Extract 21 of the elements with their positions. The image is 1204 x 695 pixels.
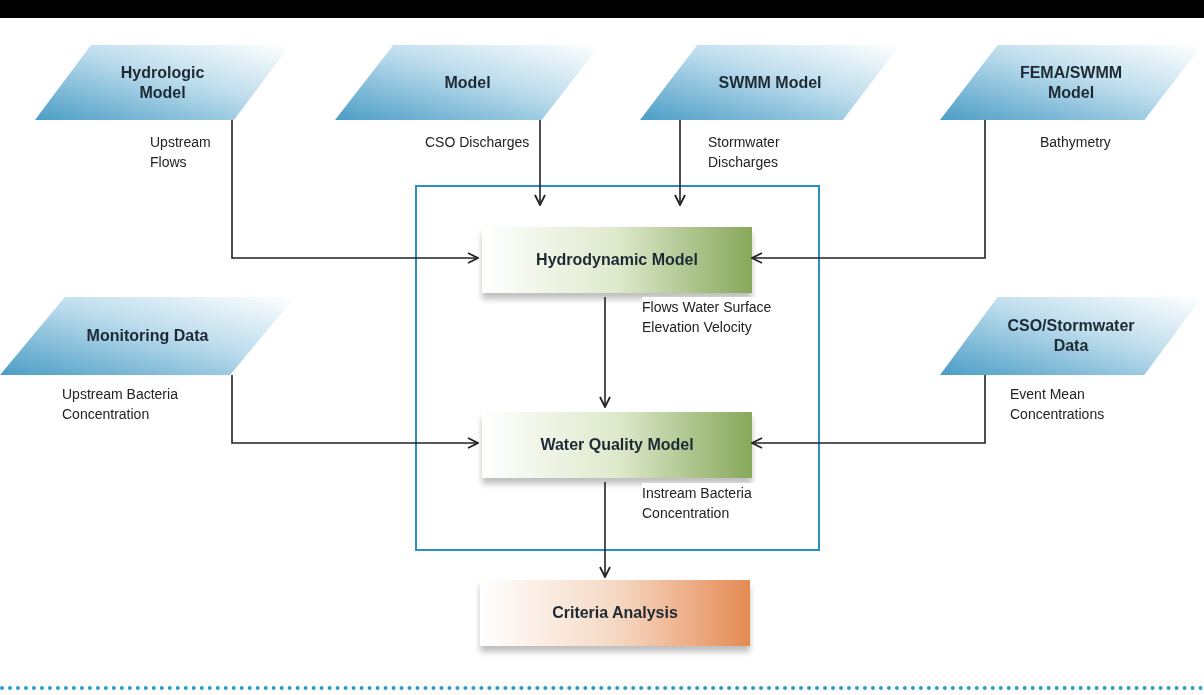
arrow (674, 119, 686, 206)
arrow (751, 119, 986, 264)
arrow (534, 119, 546, 206)
arrow (751, 374, 986, 449)
node-label: FEMA/SWMM Model (1018, 62, 1124, 103)
arrow (599, 296, 611, 408)
process-box (480, 580, 750, 646)
node-label: Criteria Analysis (552, 603, 678, 623)
node-label: Water Quality Model (540, 435, 694, 455)
node-label: Hydrodynamic Model (536, 250, 698, 270)
process-box (482, 412, 752, 478)
arrow (231, 374, 479, 449)
node-label: Monitoring Data (86, 326, 209, 346)
node-label: CSO/Stormwater Data (1006, 316, 1136, 356)
node-label: SWMM Model (718, 72, 822, 93)
model-frame (415, 185, 820, 551)
arrow (599, 481, 611, 578)
node-label: Hydrologic Model (119, 62, 206, 103)
process-box (482, 227, 752, 293)
node-label: Model (444, 72, 491, 93)
arrow (231, 119, 479, 264)
